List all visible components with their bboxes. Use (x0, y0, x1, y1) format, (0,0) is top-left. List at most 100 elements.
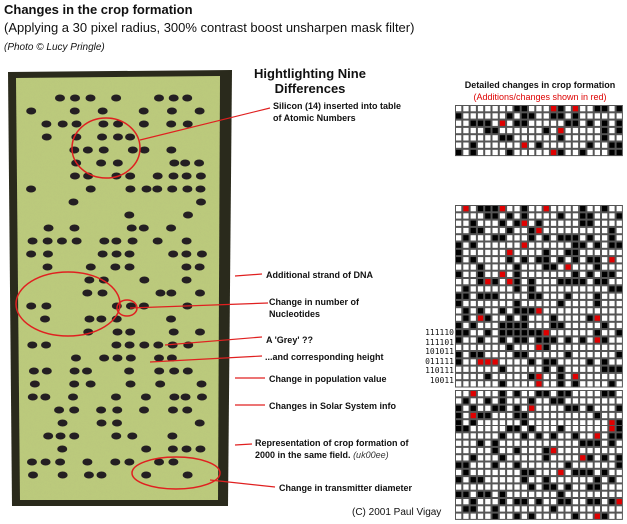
grid-cell (602, 249, 608, 256)
grid-cell (477, 491, 484, 497)
crop-mark (54, 94, 65, 102)
grid-cell (550, 242, 557, 248)
crop-mark (55, 458, 66, 466)
grid-cell (543, 469, 549, 476)
grid-cell (543, 142, 549, 148)
grid-cell (470, 337, 476, 343)
grid-cell (594, 506, 600, 512)
grid-cell (463, 455, 469, 461)
crop-mark (140, 393, 151, 401)
grid-cell (550, 120, 557, 126)
grid-cell (558, 249, 564, 256)
crop-mark (55, 432, 66, 440)
grid-cell (536, 142, 542, 148)
grid-cell (550, 440, 557, 446)
grid-cell (470, 286, 476, 292)
grid-cell (602, 135, 608, 141)
grid-cell (602, 412, 608, 419)
grid-cell (477, 433, 484, 439)
grid-cell (602, 359, 608, 365)
grid-cell (580, 227, 586, 234)
crop-mark (180, 393, 191, 401)
grid-cell (616, 391, 622, 397)
grid-cell (485, 257, 491, 263)
grid-cell (521, 426, 527, 432)
crop-mark (69, 367, 80, 375)
grid-cell (514, 412, 520, 419)
crop-mark (153, 354, 164, 362)
grid-cell (485, 135, 491, 141)
grid-cell (499, 412, 506, 419)
grid-cell (616, 227, 622, 234)
grid-cell (485, 447, 491, 454)
grid-cell (492, 206, 498, 212)
grid-cell (507, 420, 513, 426)
grid-cell (602, 308, 608, 314)
grid-cell (594, 352, 600, 358)
crop-mark (166, 107, 177, 115)
crop-mark (124, 211, 135, 219)
grid-cell (529, 279, 535, 285)
grid-cell (587, 127, 593, 134)
grid-cell (594, 235, 600, 241)
photo-credit: (Photo © Lucy Pringle) (4, 42, 105, 53)
grid-cell (572, 220, 579, 226)
grid-cell (492, 366, 498, 372)
grid-cell (550, 469, 557, 476)
grid-cell (580, 206, 586, 212)
grid-cell (485, 337, 491, 343)
grid-cell (536, 113, 542, 119)
grid-cell (514, 106, 520, 112)
grid-cell (463, 227, 469, 234)
grid-cell (587, 337, 593, 343)
grid-cell (543, 308, 549, 314)
grid-cell (587, 440, 593, 446)
grid-cell (521, 469, 527, 476)
crop-mark (167, 406, 178, 414)
grid-cell (572, 352, 579, 358)
grid-cell (499, 405, 506, 411)
grid-cell (616, 455, 622, 461)
crop-mark (127, 237, 138, 245)
grid-cell (470, 455, 476, 461)
grid-cell (470, 352, 476, 358)
crop-mark (124, 458, 135, 466)
grid-cell (514, 113, 520, 119)
crop-mark (195, 172, 206, 180)
grid-cell (543, 127, 549, 134)
grid-cell (587, 271, 593, 277)
grid-cell (536, 149, 542, 156)
grid-cell (529, 271, 535, 277)
grid-cell (543, 484, 549, 490)
grid-cell (580, 293, 586, 299)
grid-cell (477, 412, 484, 419)
grid-cell (463, 106, 469, 112)
grid-cell (609, 420, 615, 426)
grid-cell (514, 227, 520, 234)
grid-cell (477, 359, 484, 365)
grid-cell (514, 455, 520, 461)
binary-label: 110111 (425, 366, 454, 375)
grid-cell (558, 462, 564, 468)
grid-cell (492, 344, 498, 350)
grid-cell (587, 286, 593, 292)
grid-cell (587, 499, 593, 505)
grid-cell (543, 337, 549, 343)
grid-cell (470, 491, 476, 497)
crop-mark (124, 263, 135, 271)
grid-cell (565, 286, 571, 292)
grid-cell (558, 242, 564, 248)
crop-mark (180, 159, 191, 167)
crop-mark (43, 224, 54, 232)
crop-mark (181, 276, 192, 284)
grid-cell (456, 506, 462, 512)
grid-cell (514, 373, 520, 380)
grid-cell (550, 315, 557, 321)
grid-cell (580, 330, 586, 336)
grid-cell (609, 271, 615, 277)
grid-cell (572, 227, 579, 234)
crop-mark (111, 94, 122, 102)
grid-cell (514, 206, 520, 212)
grid-cell (616, 127, 622, 134)
grid-cell (507, 315, 513, 321)
